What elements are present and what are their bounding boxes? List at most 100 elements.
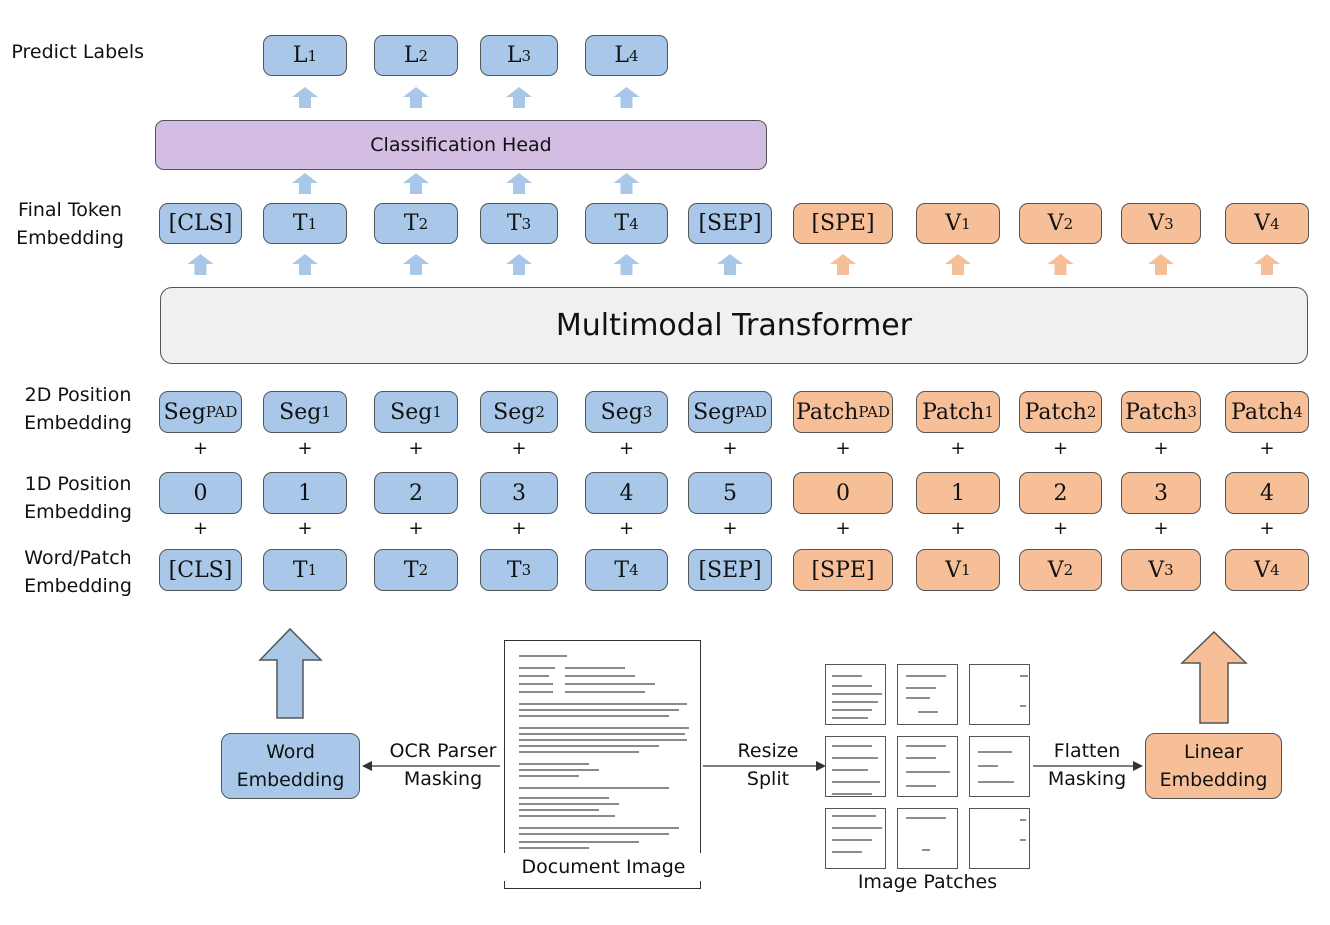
image-patch — [897, 808, 958, 869]
plus-sign: + — [1259, 438, 1275, 459]
final-token-embedding-label: Final Token Embedding — [4, 196, 136, 252]
up-arrow-icon — [613, 87, 640, 108]
flatten-masking-label: Flatten Masking — [1035, 737, 1139, 793]
up-arrow-icon — [258, 627, 323, 719]
token-text: 5 — [723, 480, 737, 506]
plus-sign: + — [1153, 518, 1169, 539]
patch-text-line — [832, 693, 882, 695]
document-text-line — [519, 751, 639, 753]
plus-sign: + — [950, 518, 966, 539]
token-text: L — [403, 43, 419, 68]
token-text: L — [292, 43, 308, 68]
token-text: 4 — [619, 480, 634, 506]
token-text: Seg — [600, 399, 643, 425]
position-1d-embedding-line-2: Embedding — [24, 501, 132, 523]
pos1d-text-token: 0 — [159, 472, 242, 514]
patch-text-line — [832, 701, 878, 703]
right-arrow-icon — [1133, 761, 1143, 771]
linear-embedding-box: Linear Embedding — [1145, 733, 1282, 799]
up-arrow-icon — [292, 87, 318, 108]
document-text-line — [519, 809, 599, 811]
token-text: V — [1148, 557, 1165, 583]
plus-sign: + — [618, 438, 635, 459]
resize-split-label: Resize Split — [722, 737, 814, 793]
multimodal-transformer: Multimodal Transformer — [160, 287, 1308, 364]
token-text: T — [403, 557, 419, 583]
up-arrow-icon — [717, 254, 743, 275]
patch-text-line — [906, 771, 950, 773]
document-text-line — [519, 667, 555, 669]
token-text: [SEP] — [698, 211, 762, 236]
patch-text-line — [832, 827, 882, 829]
classification-head: Classification Head — [155, 120, 767, 170]
token-text: 0 — [836, 480, 850, 506]
patch-text-line — [918, 711, 938, 713]
pos1d-text-token: 5 — [688, 472, 772, 514]
patch-text-line — [906, 687, 936, 689]
pos1d-image-token: 1 — [916, 472, 1000, 514]
final-text-token: [CLS] — [159, 203, 242, 244]
up-arrow-icon — [187, 254, 214, 275]
image-patch — [825, 736, 886, 797]
split-line: Split — [746, 768, 790, 790]
plus-sign: + — [511, 438, 527, 459]
token-text: V — [1047, 211, 1064, 236]
document-text-line — [519, 691, 553, 693]
flatten-line: Flatten — [1053, 740, 1121, 762]
document-text-line — [519, 841, 639, 843]
up-arrow-icon — [613, 254, 640, 275]
document-text-line — [519, 787, 669, 789]
patch-text-line — [922, 849, 930, 851]
masking-line: Masking — [403, 768, 483, 790]
token-text: 1 — [951, 480, 965, 506]
plus-sign: + — [1052, 518, 1069, 539]
patch-text-line — [832, 717, 868, 719]
up-arrow-icon — [830, 254, 856, 275]
linear-embedding-line-2: Embedding — [1159, 769, 1268, 791]
document-text-line — [519, 727, 689, 729]
up-arrow-icon — [1254, 254, 1280, 275]
plus-sign: + — [297, 438, 313, 459]
pos1d-text-token: 2 — [374, 472, 458, 514]
word-patch-embedding-label: Word/Patch Embedding — [8, 544, 148, 600]
token-text: [CLS] — [168, 211, 233, 236]
token-text: Seg — [279, 399, 322, 425]
position-2d-embedding-line-2: Embedding — [24, 412, 132, 434]
image-patch — [825, 664, 886, 725]
up-arrow-icon — [506, 87, 532, 108]
ocr-parser-line: OCR Parser — [389, 740, 497, 762]
token-text: V — [1254, 557, 1271, 583]
image-patch — [897, 736, 958, 797]
document-text-line — [519, 847, 589, 849]
word-embedding-box: Word Embedding — [221, 733, 360, 799]
plus-sign: + — [408, 438, 424, 459]
word-text-token: [CLS] — [159, 549, 242, 591]
token-text: Seg — [390, 399, 433, 425]
plus-sign: + — [1259, 518, 1275, 539]
document-text-line — [519, 775, 579, 777]
token-text: [CLS] — [168, 557, 233, 583]
pos1d-text-token: 3 — [480, 472, 558, 514]
plus-sign: + — [408, 518, 424, 539]
predict-labels-label: Predict Labels — [11, 41, 144, 63]
token-text: V — [1047, 557, 1064, 583]
up-arrow-icon — [613, 173, 640, 194]
pos1d-text-token: 4 — [585, 472, 668, 514]
plus-sign: + — [192, 438, 209, 459]
patch-text-line — [832, 769, 868, 771]
document-text-line — [519, 769, 599, 771]
up-arrow-icon — [403, 173, 429, 194]
patch-text-line — [906, 745, 946, 747]
word-patch-embedding-line-2: Embedding — [24, 575, 132, 597]
plus-sign: + — [192, 518, 209, 539]
document-text-line — [565, 691, 645, 693]
pos1d-image-token: 4 — [1225, 472, 1309, 514]
